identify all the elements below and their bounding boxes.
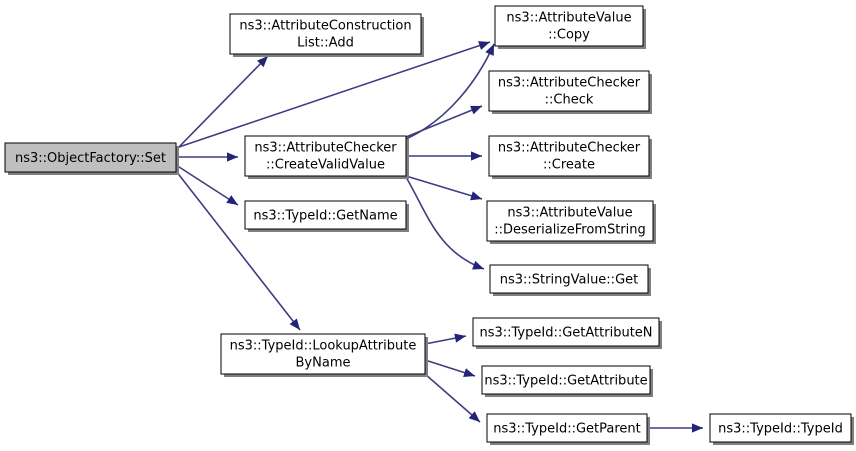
graph-node-create_valid_value[interactable]: ns3::AttributeChecker::CreateValidValue — [244, 135, 409, 179]
graph-edge-set->aclist_add — [175, 55, 269, 151]
graph-edge-create_valid_value->checker_check — [405, 105, 483, 138]
node-label-line2: ::DeserializeFromString — [494, 223, 646, 238]
graph-node-get_name[interactable]: ns3::TypeId::GetName — [244, 200, 409, 232]
graph-edge-create_valid_value->deserialize — [405, 175, 483, 200]
node-label-line1: ns3::TypeId::GetAttribute — [484, 374, 647, 389]
graph-node-set[interactable]: ns3::ObjectFactory::Set — [4, 142, 179, 175]
node-label-line1: ns3::StringValue::Get — [500, 273, 638, 288]
graph-node-get_attribute[interactable]: ns3::TypeId::GetAttribute — [481, 365, 653, 397]
graph-edge-create_valid_value->stringvalue_get — [405, 176, 485, 270]
arrowhead-create_valid_value->value_copy — [485, 44, 494, 56]
graph-edge-lookup_attr->get_parent — [424, 373, 481, 423]
graph-node-stringvalue_get[interactable]: ns3::StringValue::Get — [489, 264, 651, 296]
node-label-line1: ns3::TypeId::GetParent — [493, 422, 641, 437]
arrowhead-set->aclist_add — [257, 56, 268, 68]
node-label-line2: ::Check — [545, 93, 594, 108]
graph-node-get_parent[interactable]: ns3::TypeId::GetParent — [486, 413, 650, 445]
arrowhead-set->value_copy — [478, 41, 490, 50]
graph-node-typeid_typeid[interactable]: ns3::TypeId::TypeId — [709, 413, 854, 445]
node-label-line1: ns3::AttributeChecker — [498, 141, 641, 156]
graph-edge-set->lookup_attr — [175, 170, 301, 331]
node-label-line2: ::Create — [543, 158, 595, 173]
graph-node-checker_create[interactable]: ns3::AttributeChecker::Create — [488, 135, 652, 179]
node-label-line1: ns3::AttributeChecker — [254, 141, 397, 156]
graph-node-get_attribute_n[interactable]: ns3::TypeId::GetAttributeN — [472, 317, 662, 349]
graph-edge-set->get_name — [175, 164, 239, 206]
arrowhead-lookup_attr->get_attribute — [463, 368, 475, 378]
arrowhead-create_valid_value->checker_create — [471, 151, 482, 161]
graph-edge-set->value_copy — [175, 41, 491, 149]
nodes-layer: ns3::ObjectFactory::Set ns3::AttributeCon… — [4, 5, 854, 445]
arrowhead-get_parent->typeid_typeid — [692, 423, 703, 433]
node-label-line1: ns3::TypeId::TypeId — [718, 422, 843, 437]
arrowhead-lookup_attr->get_attribute_n — [454, 333, 466, 343]
edges-layer — [175, 41, 703, 433]
node-label-line1: ns3::TypeId::GetAttributeN — [479, 326, 652, 341]
node-label-line1: ns3::ObjectFactory::Set — [15, 151, 166, 166]
arrowhead-create_valid_value->checker_check — [470, 105, 482, 115]
arrowhead-set->lookup_attr — [289, 318, 300, 330]
graph-node-deserialize[interactable]: ns3::AttributeValue::DeserializeFromStri… — [486, 200, 656, 244]
node-label-line1: ns3::AttributeConstruction — [239, 19, 411, 34]
node-label-line1: ns3::AttributeValue — [506, 11, 631, 26]
graph-node-value_copy[interactable]: ns3::AttributeValue::Copy — [494, 5, 646, 49]
node-label-line1: ns3::AttributeValue — [507, 206, 632, 221]
arrowhead-create_valid_value->deserialize — [470, 191, 482, 201]
node-label-line1: ns3::TypeId::GetName — [253, 209, 397, 224]
node-label-line2: List::Add — [297, 36, 354, 51]
node-label-line2: ::CreateValidValue — [266, 158, 385, 173]
arrowhead-lookup_attr->get_parent — [468, 411, 480, 422]
node-label-line1: ns3::TypeId::LookupAttribute — [230, 339, 417, 354]
node-label-line1: ns3::AttributeChecker — [498, 76, 641, 91]
node-label-line2: ByName — [296, 356, 351, 371]
graph-node-checker_check[interactable]: ns3::AttributeChecker::Check — [488, 70, 652, 114]
arrowhead-set->create_valid_value — [227, 152, 238, 162]
node-label-line2: ::Copy — [548, 28, 590, 43]
arrowhead-set->get_name — [226, 195, 238, 205]
arrowhead-create_valid_value->stringvalue_get — [472, 260, 484, 270]
graph-edge-create_valid_value->value_copy — [405, 43, 495, 140]
